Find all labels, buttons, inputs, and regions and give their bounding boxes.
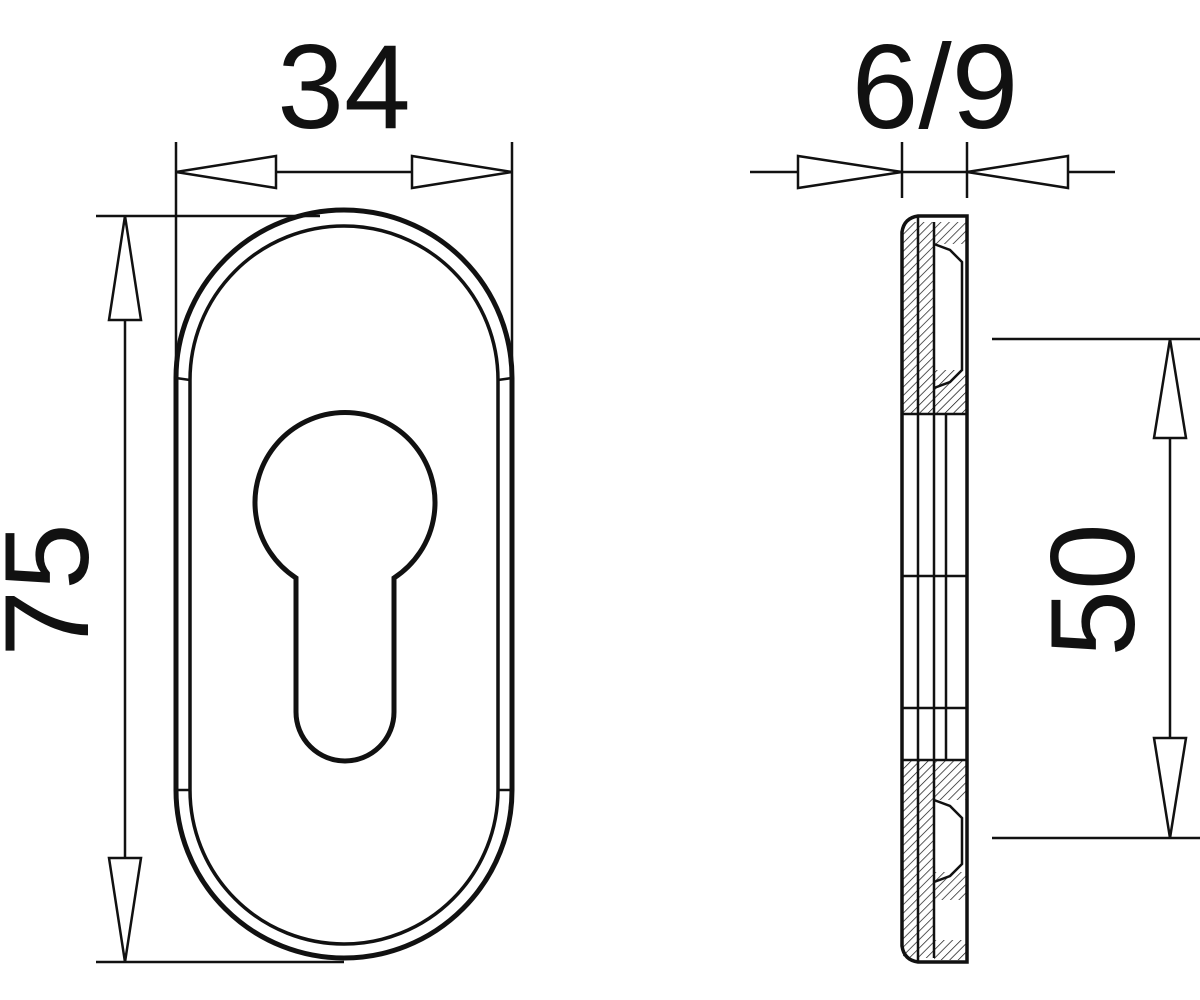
width-dimension: 34 (174, 20, 514, 360)
width-label: 34 (277, 20, 410, 154)
arrow-up (107, 215, 143, 322)
arrow-spacing-up (1152, 338, 1188, 440)
hatch-upper-plate (903, 222, 917, 414)
hole-spacing-dimension: 50 (992, 337, 1200, 840)
height-label: 75 (0, 523, 114, 656)
escutcheon-outer-outline (173, 207, 515, 961)
arrow-right (410, 154, 513, 190)
bevel-line-top-right (497, 376, 513, 382)
thickness-label: 6/9 (852, 20, 1019, 154)
spacing-label: 50 (1026, 523, 1160, 656)
hatch-upper-ring (918, 222, 934, 414)
cylinder-keyhole (252, 410, 438, 764)
arrow-left (175, 154, 278, 190)
bevel-line-top-left (175, 376, 191, 382)
arrow-thickness-right (966, 154, 1070, 190)
hatch-lower-ring (918, 760, 934, 958)
hatch-lower-plate (903, 760, 917, 958)
thickness-dimension: 6/9 (750, 20, 1115, 198)
front-view: 34 75 (0, 20, 515, 964)
arrow-spacing-down (1152, 736, 1188, 839)
height-dimension: 75 (0, 214, 344, 964)
section-profile (900, 214, 969, 964)
escutcheon-inner-outline (188, 224, 500, 946)
arrow-down (107, 856, 143, 963)
arrow-thickness-left (796, 154, 903, 190)
side-view: 6/9 (750, 20, 1200, 964)
